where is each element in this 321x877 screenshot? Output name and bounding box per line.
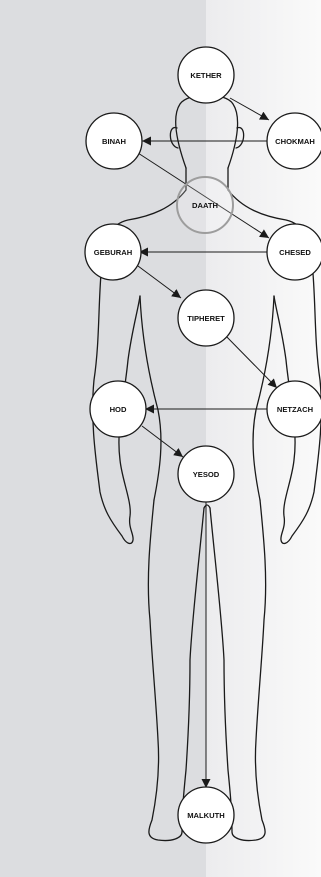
node-chesed[interactable]: CHESED [267,224,321,280]
node-chokmah[interactable]: CHOKMAH [267,113,321,169]
node-binah[interactable]: BINAH [86,113,142,169]
node-hod[interactable]: HOD [90,381,146,437]
node-label-chokmah: CHOKMAH [275,137,315,146]
node-label-kether: KETHER [190,71,222,80]
node-label-daath: DAATH [192,201,218,210]
node-yesod[interactable]: YESOD [178,446,234,502]
node-malkuth[interactable]: MALKUTH [178,787,234,843]
node-label-chesed: CHESED [279,248,311,257]
node-tipheret[interactable]: TIPHERET [178,290,234,346]
node-netzach[interactable]: NETZACH [267,381,321,437]
node-label-malkuth: MALKUTH [187,811,225,820]
node-kether[interactable]: KETHER [178,47,234,103]
node-label-geburah: GEBURAH [94,248,132,257]
node-label-yesod: YESOD [193,470,220,479]
node-geburah[interactable]: GEBURAH [85,224,141,280]
node-daath[interactable]: DAATH [177,177,233,233]
node-label-binah: BINAH [102,137,126,146]
node-label-hod: HOD [110,405,127,414]
node-label-netzach: NETZACH [277,405,313,414]
node-label-tipheret: TIPHERET [187,314,225,323]
